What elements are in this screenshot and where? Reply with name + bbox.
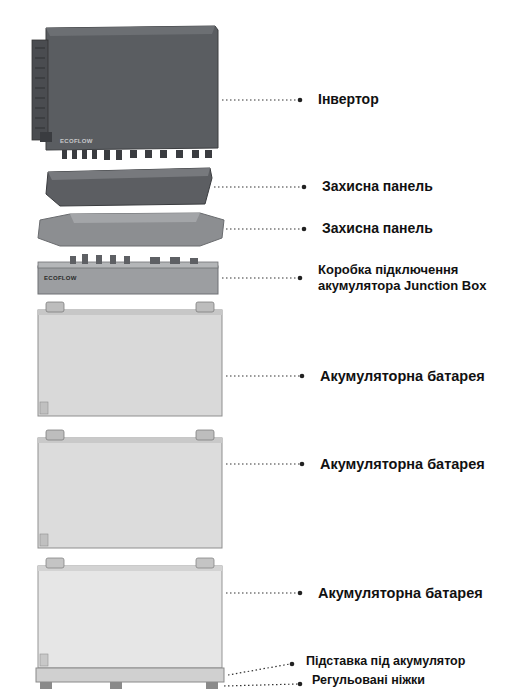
leader-dot <box>290 98 307 687</box>
protective-panel-illustration <box>46 168 212 206</box>
brand-logo: ECOFLOW <box>60 138 93 144</box>
part-label: Акумуляторна батарея <box>318 584 510 602</box>
part-label: Коробка підключення акумулятора Junction… <box>318 262 506 295</box>
part-label: Регульовані ніжки <box>312 673 510 689</box>
part-label: Захисна панель <box>322 178 510 196</box>
battery-illustration <box>38 430 222 548</box>
part-label: Інвертор <box>318 91 508 109</box>
junction-box-illustration <box>38 254 218 294</box>
brand-logo: ECOFLOW <box>44 275 77 281</box>
battery-base-illustration <box>36 668 224 689</box>
battery-illustration <box>38 558 222 668</box>
part-label: Акумуляторна батарея <box>320 367 510 385</box>
battery-illustration <box>38 302 222 416</box>
part-label: Акумуляторна батарея <box>320 455 510 473</box>
inverter-illustration <box>32 26 218 160</box>
leader-line <box>214 100 302 686</box>
part-label: Захисна панель <box>322 220 510 238</box>
part-label: Підставка під акумулятор <box>306 654 511 670</box>
protective-panel-illustration <box>38 213 224 246</box>
